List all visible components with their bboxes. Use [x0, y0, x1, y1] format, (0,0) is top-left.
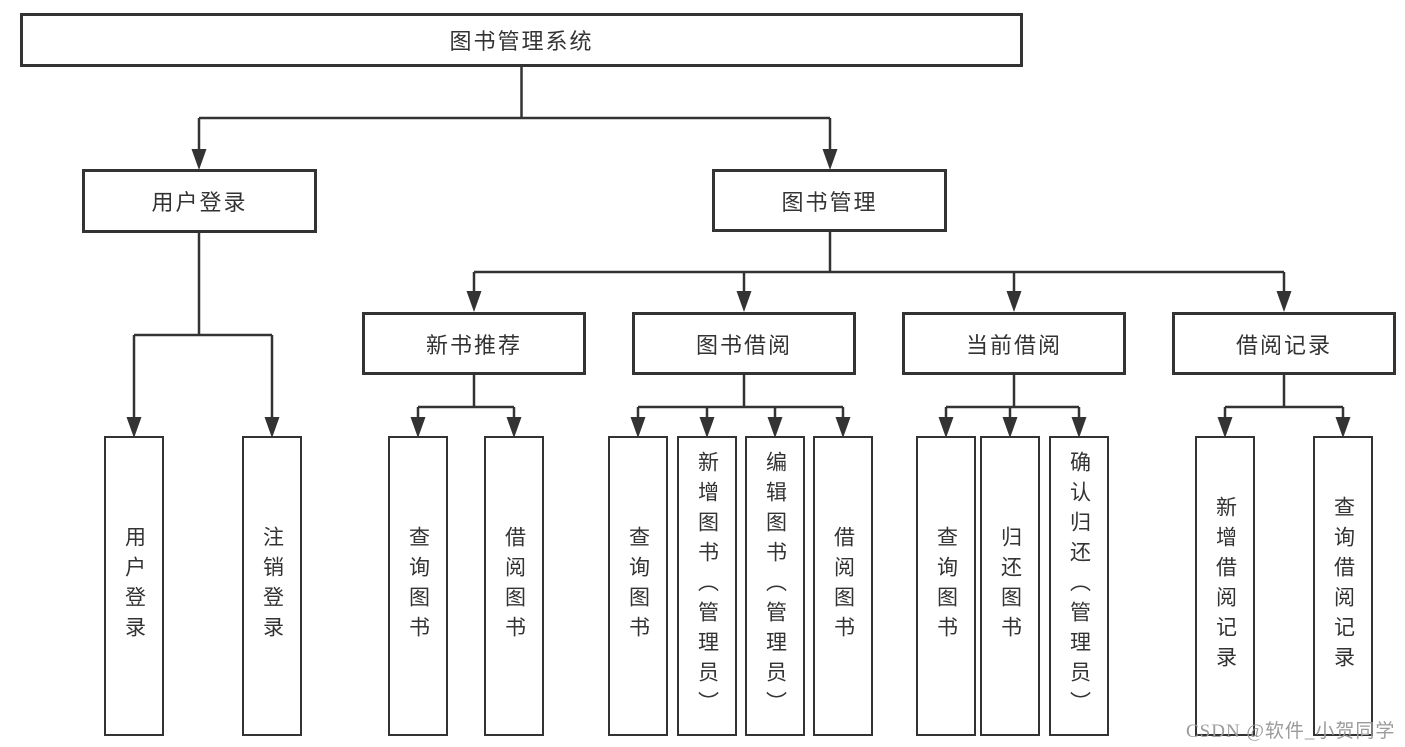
leaf-query-borrow-record: 查询借阅记录: [1313, 436, 1373, 736]
leaf-label: 用户登录: [122, 526, 147, 646]
leaf-user-login: 用户登录: [104, 436, 164, 736]
leaf-add-books-admin: 新增图书（管理员）: [677, 436, 737, 736]
leaf-logout: 注销登录: [242, 436, 302, 736]
node-label: 用户登录: [151, 190, 248, 215]
leaf-label: 借阅图书: [831, 526, 856, 646]
node-library-system: 图书管理系统: [20, 13, 1023, 67]
node-label: 图书借阅: [695, 332, 792, 358]
leaf-add-borrow-record: 新增借阅记录: [1195, 436, 1255, 736]
node-label: 新书推荐: [425, 332, 522, 358]
node-label: 借阅记录: [1235, 332, 1332, 358]
arrowhead-icons: [126, 149, 1351, 438]
node-book-borrowing: 图书借阅: [632, 312, 856, 375]
leaf-return-books: 归还图书: [980, 436, 1040, 736]
leaf-label: 查询图书: [406, 526, 431, 646]
leaf-label: 新增借阅记录: [1213, 496, 1238, 676]
leaf-label: 归还图书: [998, 526, 1023, 646]
leaf-label: 新增图书（管理员）: [695, 451, 720, 721]
leaf-borrow-books-recommend: 借阅图书: [484, 436, 544, 736]
leaf-label: 查询图书: [934, 526, 959, 646]
leaf-label: 借阅图书: [502, 526, 527, 646]
node-new-book-recommendation: 新书推荐: [362, 312, 586, 375]
node-label: 当前借阅: [965, 332, 1062, 358]
node-borrowing-records: 借阅记录: [1172, 312, 1396, 375]
leaf-edit-books-admin: 编辑图书（管理员）: [745, 436, 805, 736]
leaf-query-books-borrowing: 查询图书: [608, 436, 668, 736]
csdn-watermark: CSDN @软件_小贺同学: [1186, 721, 1396, 742]
node-label: 图书管理系统: [449, 29, 594, 54]
node-user-login: 用户登录: [82, 169, 317, 233]
connector-lines: [132, 65, 1345, 420]
node-current-borrowing: 当前借阅: [902, 312, 1126, 375]
leaf-label: 查询图书: [626, 526, 651, 646]
leaf-query-books-recommend: 查询图书: [388, 436, 448, 736]
leaf-confirm-return-admin: 确认归还（管理员）: [1049, 436, 1109, 736]
node-book-management: 图书管理: [712, 169, 947, 232]
leaf-label: 查询借阅记录: [1331, 496, 1356, 676]
leaf-borrow-books: 借阅图书: [813, 436, 873, 736]
node-label: 图书管理: [781, 189, 878, 215]
leaf-label: 编辑图书（管理员）: [763, 451, 788, 721]
leaf-query-books-current: 查询图书: [916, 436, 976, 736]
leaf-label: 确认归还（管理员）: [1067, 451, 1092, 721]
leaf-label: 注销登录: [260, 526, 285, 646]
